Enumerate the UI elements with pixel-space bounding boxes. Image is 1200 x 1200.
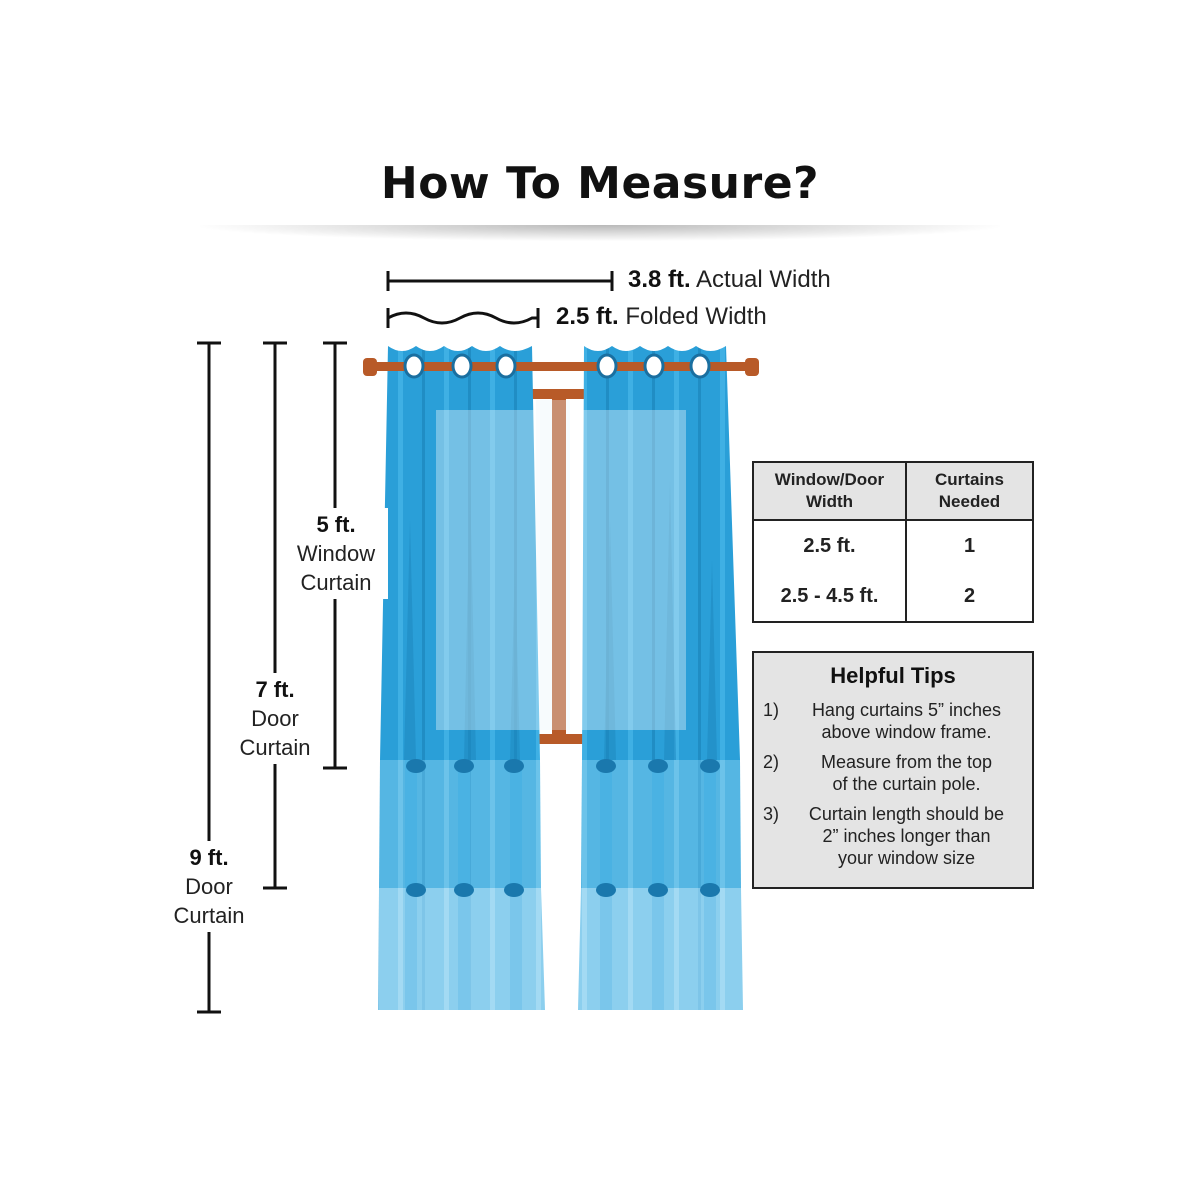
tip-text-line: Hang curtains 5” inches bbox=[811, 700, 1002, 720]
table-header-row: Window/Door Width Curtains Needed bbox=[754, 463, 1032, 521]
door-curtain-7ft-line1: Door bbox=[251, 706, 299, 731]
table-header-width-line1: Window/Door bbox=[774, 470, 885, 489]
tip-text-line: your window size bbox=[837, 848, 976, 868]
tip-text-line: Measure from the top bbox=[820, 752, 993, 772]
actual-width-text: Actual Width bbox=[696, 266, 831, 293]
door-curtain-7ft-label: 7 ft. Door Curtain bbox=[225, 673, 325, 764]
folded-width-label: 2.5 ft. Folded Width bbox=[556, 303, 767, 331]
table-cell-width: 2.5 ft. bbox=[754, 520, 907, 572]
helpful-tips-box: Helpful Tips 1) Hang curtains 5” inches … bbox=[752, 651, 1034, 889]
door-curtain-9ft-line1: Door bbox=[185, 874, 233, 899]
height-line-7ft bbox=[263, 341, 287, 890]
table-cell-needed: 2 bbox=[963, 584, 976, 607]
tip-number: 3) bbox=[763, 804, 780, 824]
tip-text-line: 2” inches longer than bbox=[822, 826, 991, 846]
tip-text: Hang curtains 5” inches above window fra… bbox=[787, 699, 1026, 743]
door-curtain-7ft-line2: Curtain bbox=[239, 735, 311, 760]
curtains-needed-table: Window/Door Width Curtains Needed 2.5 ft… bbox=[752, 461, 1034, 623]
tip-number: 2) bbox=[763, 752, 780, 772]
door-curtain-7ft-value: 7 ft. bbox=[255, 677, 295, 702]
table-header-width: Window/Door Width bbox=[754, 463, 907, 521]
helpful-tips-title: Helpful Tips bbox=[830, 663, 956, 688]
curtain-rod bbox=[363, 358, 759, 376]
title-shadow bbox=[200, 225, 1000, 241]
door-curtain-9ft-line2: Curtain bbox=[173, 903, 245, 928]
table-cell-width: 2.5 - 4.5 ft. bbox=[754, 571, 907, 621]
table-header-needed: Curtains Needed bbox=[906, 463, 1032, 521]
tip-text-line: of the curtain pole. bbox=[832, 774, 981, 794]
table-header-width-line2: Width bbox=[805, 492, 854, 511]
tip-item: 2) Measure from the top of the curtain p… bbox=[754, 751, 1032, 795]
right-curtain bbox=[578, 346, 743, 1010]
tip-item: 1) Hang curtains 5” inches above window … bbox=[754, 699, 1032, 743]
tip-text-line: above window frame. bbox=[821, 722, 992, 742]
actual-width-value: 3.8 ft. bbox=[628, 266, 691, 293]
folded-width-line bbox=[386, 308, 540, 328]
door-curtain-9ft-value: 9 ft. bbox=[189, 845, 229, 870]
door-curtain-9ft-label: 9 ft. Door Curtain bbox=[159, 841, 259, 932]
page-title: How To Measure? bbox=[380, 158, 820, 209]
table-header-needed-line1: Curtains bbox=[935, 470, 1004, 489]
tip-item: 3) Curtain length should be 2” inches lo… bbox=[754, 803, 1032, 869]
actual-width-line bbox=[386, 271, 614, 291]
table-row: 2.5 ft. 1 bbox=[754, 520, 1032, 572]
left-curtain bbox=[378, 346, 545, 1010]
window-curtain-line2: Curtain bbox=[300, 570, 372, 595]
table-cell-needed: 1 bbox=[963, 534, 976, 557]
folded-width-value: 2.5 ft. bbox=[556, 303, 619, 330]
grommets bbox=[403, 353, 711, 379]
table-row: 2.5 - 4.5 ft. 2 bbox=[754, 571, 1032, 621]
tip-text: Measure from the top of the curtain pole… bbox=[787, 751, 1026, 795]
actual-width-label: 3.8 ft. Actual Width bbox=[628, 266, 831, 294]
window-curtain-line1: Window bbox=[296, 541, 376, 566]
folded-width-text: Folded Width bbox=[625, 303, 767, 330]
window-curtain-label: 5 ft. Window Curtain bbox=[284, 508, 388, 599]
tip-text-line: Curtain length should be bbox=[808, 804, 1005, 824]
tip-number: 1) bbox=[763, 700, 780, 720]
table-header-needed-line2: Needed bbox=[938, 492, 1001, 511]
tip-text: Curtain length should be 2” inches longe… bbox=[787, 803, 1026, 869]
window-curtain-value: 5 ft. bbox=[316, 512, 356, 537]
